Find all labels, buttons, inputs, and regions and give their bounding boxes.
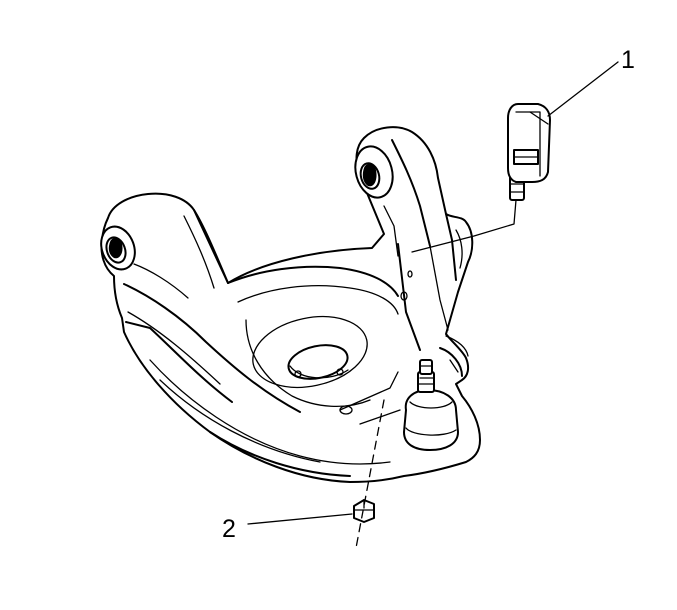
- upper-control-arm: [100, 126, 481, 483]
- callout-1-label: 1: [621, 46, 635, 74]
- installation-centerline: [355, 399, 385, 549]
- sensor-assembly: [411, 103, 551, 253]
- nut: [353, 499, 375, 523]
- callout-2-label: 2: [222, 515, 236, 543]
- callout-2-leader: [247, 513, 353, 525]
- ball-joint: [403, 359, 459, 451]
- callout-1-leader: [547, 61, 619, 117]
